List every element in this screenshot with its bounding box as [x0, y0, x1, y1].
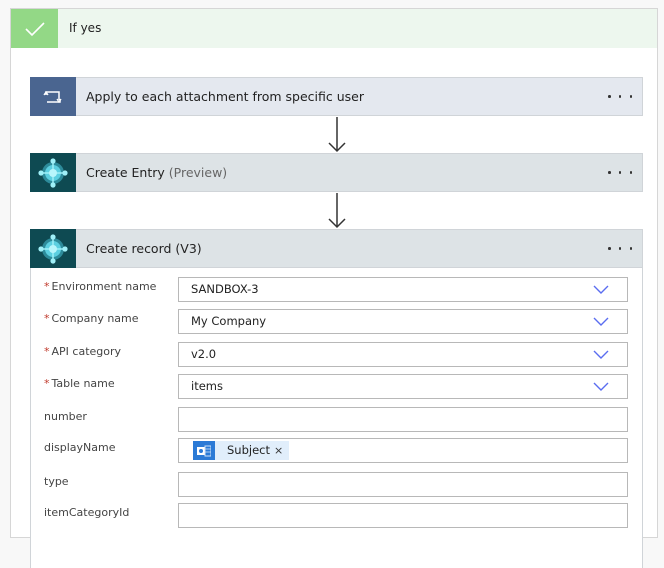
field-label: *Table name	[44, 377, 115, 390]
create-record-form: *Environment name SANDBOX-3 *Company nam…	[30, 268, 643, 568]
business-central-icon	[30, 153, 76, 192]
arrow-down-icon	[327, 117, 347, 153]
chevron-down-icon	[593, 382, 609, 391]
business-central-icon	[30, 229, 76, 268]
number-input[interactable]	[178, 407, 628, 432]
condition-header[interactable]: If yes	[11, 9, 657, 48]
token-label: Subject	[227, 443, 270, 457]
outlook-icon	[193, 441, 215, 460]
action-card-apply-to-each[interactable]: Apply to each attachment from specific u…	[30, 77, 643, 116]
condition-title: If yes	[69, 21, 102, 35]
condition-branch-yes: If yes Apply to each attachment from spe…	[10, 8, 658, 568]
type-input[interactable]	[178, 472, 628, 497]
environment-name-dropdown[interactable]: SANDBOX-3	[178, 277, 628, 302]
arrow-down-icon	[327, 193, 347, 229]
chevron-down-icon	[593, 317, 609, 326]
field-label: *Company name	[44, 312, 139, 325]
form-row-display-name: displayName Subject ×	[31, 438, 642, 464]
field-label: *API category	[44, 345, 122, 358]
dynamic-content-token[interactable]: Subject ×	[193, 441, 290, 460]
remove-token-button[interactable]: ×	[274, 444, 284, 457]
loop-icon	[30, 77, 76, 116]
form-row-type: type	[31, 472, 642, 498]
more-options-button[interactable]	[608, 230, 632, 267]
form-row-api-category: *API category v2.0	[31, 342, 642, 368]
action-card-create-entry[interactable]: Create Entry (Preview)	[30, 153, 643, 192]
action-card-create-record[interactable]: Create record (V3)	[30, 229, 643, 268]
form-row-table-name: *Table name items	[31, 374, 642, 400]
field-label: number	[44, 410, 87, 423]
checkmark-icon	[11, 9, 58, 48]
action-title: Create record (V3)	[86, 241, 202, 256]
field-label: *Environment name	[44, 280, 157, 293]
action-title: Create Entry (Preview)	[86, 165, 228, 180]
form-row-item-category-id: itemCategoryId	[31, 503, 642, 529]
chevron-down-icon	[593, 285, 609, 294]
field-label: displayName	[44, 441, 116, 454]
form-row-environment-name: *Environment name SANDBOX-3	[31, 277, 642, 303]
company-name-dropdown[interactable]: My Company	[178, 309, 628, 334]
form-row-company-name: *Company name My Company	[31, 309, 642, 335]
field-label: itemCategoryId	[44, 506, 130, 519]
display-name-input[interactable]: Subject ×	[178, 438, 628, 463]
field-label: type	[44, 475, 69, 488]
more-options-button[interactable]	[608, 154, 632, 191]
api-category-dropdown[interactable]: v2.0	[178, 342, 628, 367]
table-name-dropdown[interactable]: items	[178, 374, 628, 399]
more-options-button[interactable]	[608, 78, 632, 115]
form-row-number: number	[31, 407, 642, 433]
chevron-down-icon	[593, 350, 609, 359]
item-category-id-input[interactable]	[178, 503, 628, 528]
action-title: Apply to each attachment from specific u…	[86, 89, 365, 104]
